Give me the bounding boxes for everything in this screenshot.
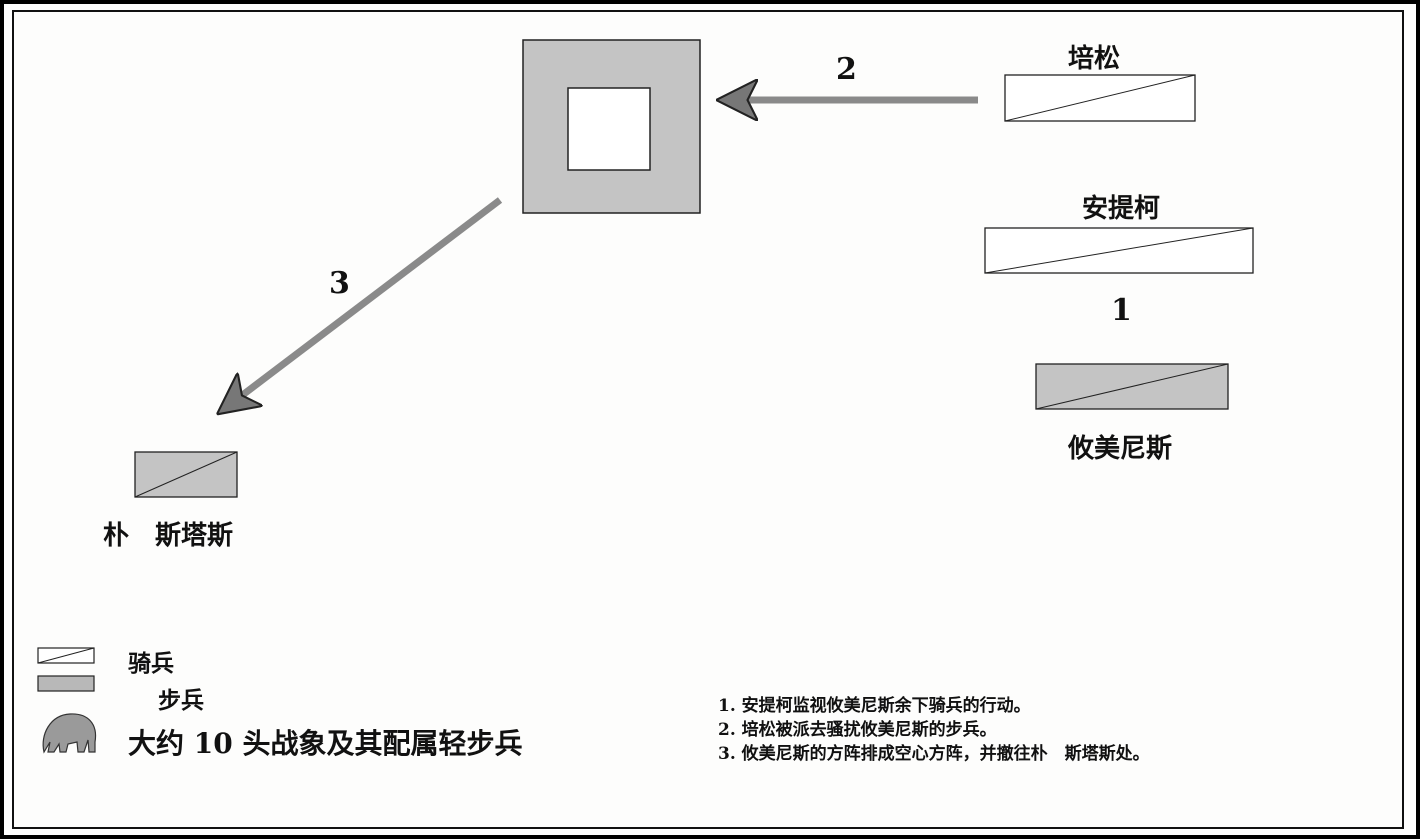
pausanias-label: 朴 斯塔斯 <box>103 521 234 551</box>
step-1-label: 1 <box>1111 293 1132 328</box>
inner-frame <box>12 10 1404 829</box>
pausanias-unit <box>134 451 238 498</box>
legend-elephants-label: 大约 10 头战象及其配属轻步兵 <box>128 727 523 760</box>
eumenes-label: 攸美尼斯 <box>1068 434 1173 464</box>
antigonus-label: 安提柯 <box>1082 194 1161 224</box>
note-3: 3. 攸美尼斯的方阵排成空心方阵，并撤往朴 斯塔斯处。 <box>718 744 1150 764</box>
elephant-icon <box>42 713 97 754</box>
step-2-label: 2 <box>836 52 857 87</box>
legend-infantry-icon <box>37 675 95 692</box>
legend-cavalry-icon <box>37 647 95 664</box>
antigonus-cavalry-unit <box>984 227 1254 274</box>
hollow-square-phalanx <box>522 39 701 214</box>
note-1: 1. 安提柯监视攸美尼斯余下骑兵的行动。 <box>718 696 1031 716</box>
eumenes-unit <box>1035 363 1229 410</box>
arrow-3 <box>228 197 503 406</box>
legend-cavalry-label: 骑兵 <box>128 650 174 677</box>
notes: 1. 安提柯监视攸美尼斯余下骑兵的行动。 2. 培松被派去骚扰攸美尼斯的步兵。 … <box>718 694 1150 766</box>
note-2: 2. 培松被派去骚扰攸美尼斯的步兵。 <box>718 720 997 740</box>
step-3-label: 3 <box>329 266 350 301</box>
peithon-cavalry-unit <box>1004 74 1196 122</box>
peithon-label: 培松 <box>1068 44 1121 74</box>
legend-infantry-label: 步兵 <box>158 687 204 714</box>
